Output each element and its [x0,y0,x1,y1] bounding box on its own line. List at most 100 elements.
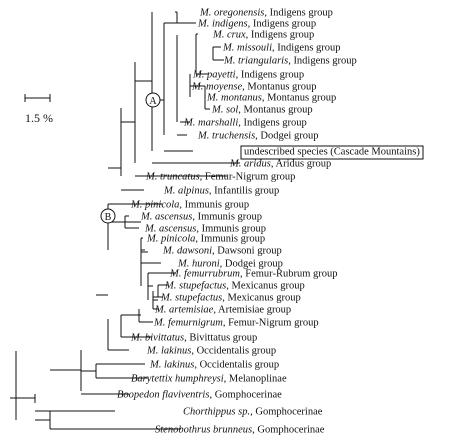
taxon-label: Boopedon flaviventris, Gomphocerinae [117,390,282,401]
taxon-group-name: , Aridus group [271,159,331,170]
taxon-group-name: , Indigens group [272,43,341,54]
taxon-species-name: M. payetti [192,70,236,81]
taxon-species-name: M. stupefactus [164,281,226,292]
taxon-group-name: , Bivittatus group [184,333,257,344]
taxon-label: M. alpinus, Infantilis group [163,186,279,197]
taxon-group-name: , Dodgei group [220,259,283,270]
taxon-group-name: , Mexicanus group [222,293,300,304]
taxon-label: M. aridus, Aridus group [229,159,331,170]
taxon-species-name: M. stupefactus [160,293,222,304]
taxon-group-name: , Infantilis group [209,186,279,197]
taxon-group-name: , Montanus group [242,82,316,93]
taxon-label: M. crux, Indigens group [212,30,314,41]
taxon-label: M. stupefactus, Mexicanus group [164,281,305,292]
taxon-species-name: M. femurnigrum [153,318,223,329]
taxon-group-name: , Gomphocerinae [252,425,325,436]
taxon-species-name: Stenobothrus brunneus [155,425,252,436]
taxon-label: M. payetti, Indigens group [192,70,304,81]
taxon-group-name: , Gomphocerinae [250,407,323,418]
taxon-group-name: , Artemisiae group [213,305,291,316]
taxon-group-name: , Indigens group [264,8,333,19]
taxon-species-name: M. lakinus [149,360,194,371]
taxon-label: M. artemisiae, Artemisiae group [154,305,291,316]
taxon-group-name: , Montanus group [238,105,312,116]
taxon-label: Barytettix humphreysi, Melanoplinae [131,374,287,385]
taxon-label: M. triangularis, Indigens group [223,56,357,67]
taxon-group-name: , Femur-Nigrum group [223,318,319,329]
taxon-species-name: M. huroni [177,259,220,270]
taxon-label: M. montanus, Montanus group [206,93,336,104]
taxon-group-name: , Indigens group [288,56,357,67]
taxon-group-name: , Indigens group [238,118,307,129]
taxon-group-name: , Indigens group [236,70,305,81]
taxon-species-name: M. montanus [206,93,262,104]
taxon-group-name: , Immunis group [195,234,265,245]
taxon-species-name: M. bivittatus [130,333,184,344]
taxon-group-name: , Indigens group [248,19,317,30]
taxon-group-name: , Immunis group [179,200,249,211]
taxon-label: M. missouli, Indigens group [222,43,341,54]
taxon-group-name: , Immunis group [192,212,262,223]
taxon-group-name: , Femur-Nigrum group [200,172,296,183]
node-b-label: B [105,212,112,223]
taxon-group-name: , Dodgei group [255,131,318,142]
taxon-group-name: , Immunis group [196,224,266,235]
taxon-label: M. truchensis, Dodgei group [197,131,318,142]
taxon-species-name: M. sol [211,105,238,116]
taxon-group-name: , Gomphocerinae [209,390,282,401]
taxon-species-name: M. moyense [191,82,242,93]
taxon-label: M. pinicola, Immunis group [130,200,249,211]
node-marker-b: B [100,208,116,224]
taxon-label: M. indigens, Indigens group [197,19,316,30]
taxon-species-name: M. artemisiae [154,305,214,316]
taxon-label: M. lakinus, Occidentalis group [149,360,279,371]
taxon-label: M. pinicola, Immunis group [146,234,265,245]
taxon-species-name: M. ascensus [140,212,192,223]
taxon-label: Chorthippus sp., Gomphocerinae [183,407,323,418]
taxon-species-name: M. dawsoni [162,246,212,257]
taxon-label: M. femurrubrum, Femur-Rubrum group [169,269,338,280]
taxon-species-name: M. truchensis [197,131,255,142]
taxon-group-name: , Melanoplinae [224,374,287,385]
taxon-species-name: M. ascensus [144,224,196,235]
taxon-group-name: , Indigens group [246,30,315,41]
taxon-group-name: , Montanus group [262,93,336,104]
taxon-species-name: M. marshalli [183,118,238,129]
taxon-species-name: Boopedon flaviventris [117,390,209,401]
taxon-label: Stenobothrus brunneus, Gomphocerinae [155,425,325,436]
taxon-species-name: M. oregonensis [199,8,264,19]
taxon-species-name: M. truncatus [145,172,200,183]
scale-bar-label: 1.5 % [25,111,53,125]
taxon-species-name: M. femurrubrum [169,269,240,280]
taxon-group-name: , Occidentalis group [194,360,279,371]
taxon-group-name: undescribed species (Cascade Mountains) [244,147,420,158]
taxon-label: M. truncatus, Femur-Nigrum group [145,172,295,183]
taxon-label: M. stupefactus, Mexicanus group [160,293,301,304]
node-b-circle [100,208,116,224]
taxon-species-name: M. crux [212,30,246,41]
taxon-label: M. lakinus, Occidentalis group [146,346,276,357]
taxon-species-name: Chorthippus sp. [183,407,250,418]
taxon-label: M. bivittatus, Bivittatus group [130,333,257,344]
node-a-circle [145,92,161,108]
node-marker-a: A [145,92,161,108]
taxon-group-name: , Femur-Rubrum group [240,269,338,280]
taxon-species-name: Barytettix humphreysi [131,374,224,385]
taxon-group-name: , Mexicanus group [226,281,304,292]
taxon-species-name: M. triangularis [223,56,288,67]
tree-branches [10,11,240,430]
node-a-label: A [149,96,157,107]
taxon-species-name: M. pinicola [130,200,179,211]
taxon-group-name: , Occidentalis group [191,346,276,357]
taxon-species-name: M. aridus [229,159,271,170]
taxon-label: undescribed species (Cascade Mountains) [244,147,420,158]
taxon-species-name: M. alpinus [163,186,209,197]
taxon-label: M. sol, Montanus group [211,105,313,116]
highlight-box [240,145,424,160]
taxon-label: M. femurnigrum, Femur-Nigrum group [153,318,319,329]
taxon-label: M. huroni, Dodgei group [177,259,283,270]
taxon-label: M. marshalli, Indigens group [183,118,307,129]
taxon-label: M. ascensus, Immunis group [144,224,266,235]
